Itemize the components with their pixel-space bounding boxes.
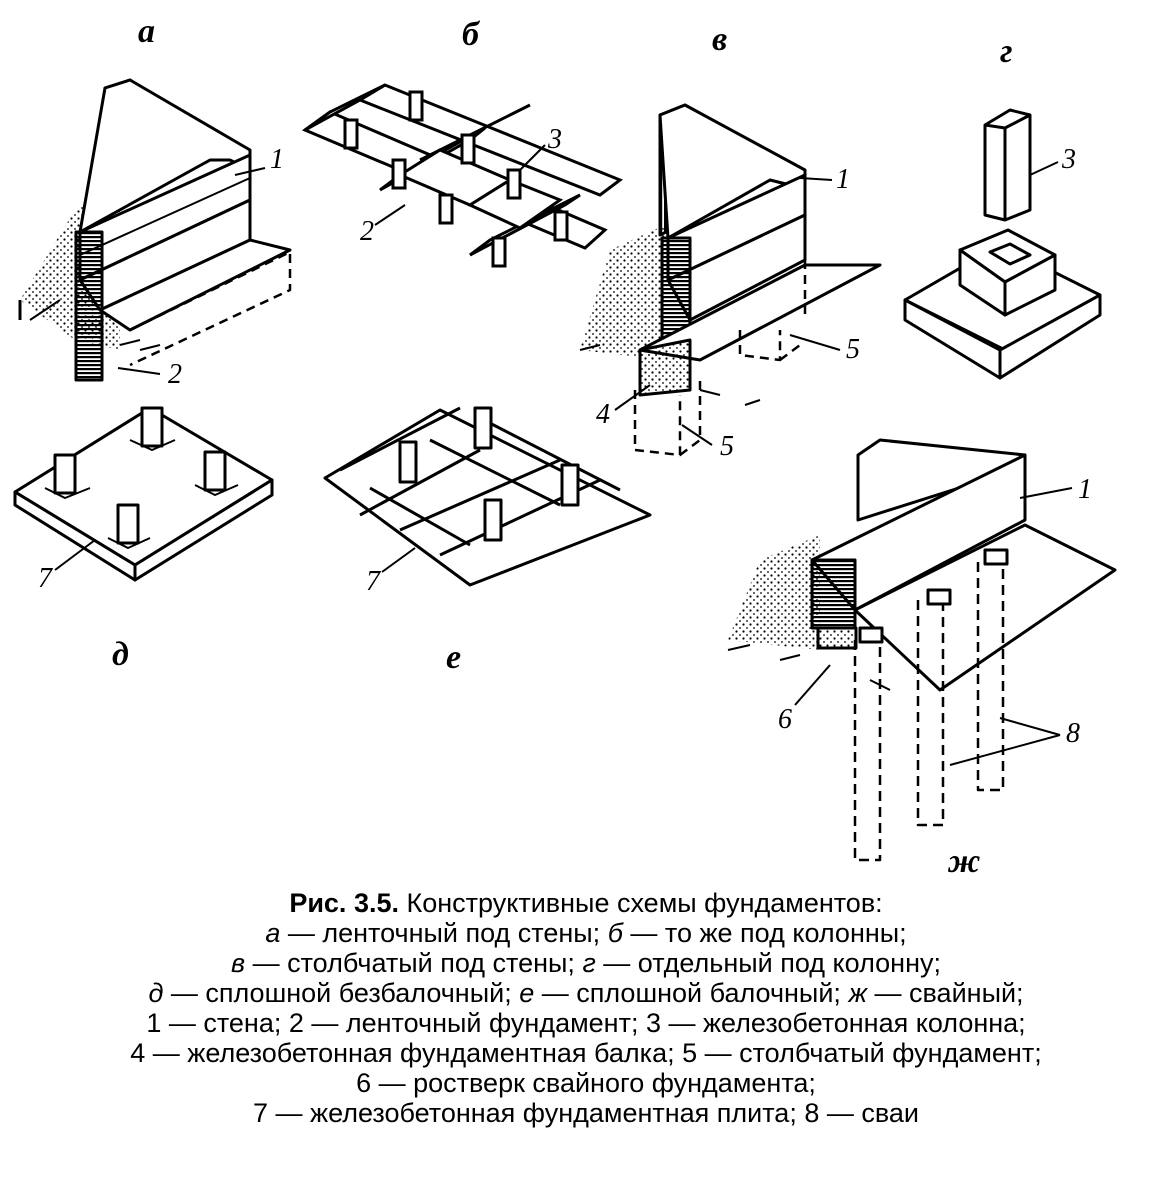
- caption-key-d: д: [148, 978, 164, 1008]
- caption-line-g: 7 — железобетонная фундаментная плита; 8…: [253, 1098, 919, 1128]
- caption-line-b: в — столбчатый под стены; г — отдельный …: [0, 948, 1172, 978]
- panel-g: [903, 108, 1102, 380]
- caption-key-g: г: [582, 948, 596, 978]
- callout-e-7: 7: [366, 566, 381, 597]
- panel-g-label: г: [1000, 33, 1013, 70]
- callout-v-1: 1: [836, 164, 850, 195]
- caption-key-zh: ж: [848, 978, 868, 1008]
- panel-v: [579, 103, 882, 457]
- panel-zh: [727, 438, 1117, 862]
- caption-key-e: е: [519, 978, 535, 1008]
- callout-d-7: 7: [38, 563, 53, 594]
- caption-key-b: б: [607, 918, 623, 948]
- callout-zh-6: 6: [778, 704, 792, 735]
- panel-b-label: б: [462, 16, 481, 53]
- caption-heading: Конструктивные схемы фундаментов:: [406, 888, 883, 918]
- caption-line-a: а — ленточный под стены; б — то же под к…: [0, 918, 1172, 948]
- callout-b-2: 2: [360, 216, 374, 247]
- panel-d: [13, 406, 274, 582]
- panel-zh-label: ж: [947, 843, 980, 880]
- caption-line-e: 4 — железобетонная фундаментная балка; 5…: [130, 1038, 1042, 1068]
- panel-d-label: д: [112, 636, 129, 673]
- caption-figure-number: Рис. 3.5.: [289, 888, 399, 918]
- callout-a-1: 1: [270, 144, 284, 175]
- figure-caption: Рис. 3.5. Конструктивные схемы фундамент…: [0, 888, 1172, 1128]
- caption-text-e: — сплошной балочный;: [534, 978, 849, 1008]
- caption-line-d: 1 — стена; 2 — ленточный фундамент; 3 — …: [146, 1008, 1026, 1038]
- caption-key-a: а: [265, 918, 281, 948]
- callout-v-5-upper: 5: [846, 334, 860, 365]
- panel-a: [18, 78, 292, 382]
- caption-line-c: д — сплошной безбалочный; е — сплошной б…: [0, 978, 1172, 1008]
- foundation-diagram: а 1 2 б 3 2: [13, 13, 1117, 880]
- caption-text-d: — сплошной безбалочный;: [163, 978, 520, 1008]
- caption-line-f: 6 — ростверк свайного фундамента;: [356, 1068, 816, 1098]
- callout-v-5-lower: 5: [720, 431, 734, 462]
- callout-g-3: 3: [1061, 144, 1076, 175]
- panel-a-label: а: [138, 13, 155, 50]
- caption-text-v: — столбчатый под стены;: [245, 948, 583, 978]
- caption-key-v: в: [230, 948, 246, 978]
- callout-v-4: 4: [596, 399, 610, 430]
- panel-v-label: в: [712, 21, 727, 58]
- caption-text-b: — то же под колонны;: [622, 918, 907, 948]
- caption-title-line: Рис. 3.5. Конструктивные схемы фундамент…: [0, 888, 1172, 918]
- caption-text-a: — ленточный под стены;: [280, 918, 608, 948]
- callout-a-2: 2: [168, 359, 182, 390]
- panel-e-label: е: [446, 639, 461, 676]
- caption-text-zh: — свайный;: [867, 978, 1024, 1008]
- panel-b: [301, 83, 624, 268]
- callout-b-3: 3: [547, 124, 562, 155]
- callout-zh-1: 1: [1078, 474, 1092, 505]
- panel-e: [323, 406, 652, 587]
- caption-text-g: — отдельный под колонну;: [595, 948, 941, 978]
- callout-zh-8: 8: [1066, 718, 1080, 749]
